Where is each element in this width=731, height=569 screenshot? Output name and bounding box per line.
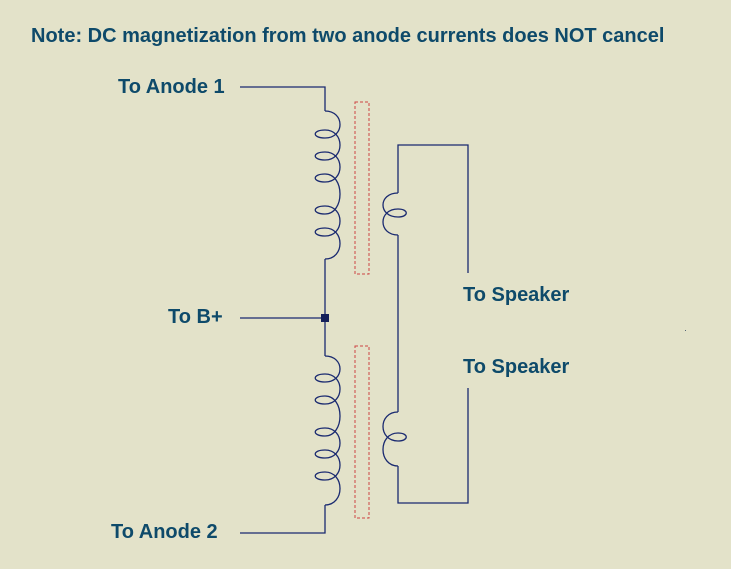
junction-dot <box>321 314 329 322</box>
label-to-speaker-bottom: To Speaker <box>463 356 570 378</box>
secondary-wire-top <box>397 144 469 273</box>
primary-coil-top <box>314 110 341 260</box>
diagram-note: Note: DC magnetization from two anode cu… <box>31 25 665 47</box>
stray-dot <box>685 330 686 331</box>
core-top <box>354 101 370 275</box>
secondary-coil-top <box>382 192 407 236</box>
label-to-anode-1: To Anode 1 <box>118 76 225 98</box>
label-to-b-plus: To B+ <box>168 306 223 328</box>
label-to-speaker-top: To Speaker <box>463 284 570 306</box>
primary-coil-bottom <box>314 355 341 506</box>
core-bottom <box>354 345 370 519</box>
secondary-coil-bottom <box>382 411 407 467</box>
wire-anode-1 <box>240 86 326 111</box>
wire-anode-2 <box>240 505 326 534</box>
label-to-anode-2: To Anode 2 <box>111 521 218 543</box>
secondary-wire-bottom <box>397 388 469 504</box>
